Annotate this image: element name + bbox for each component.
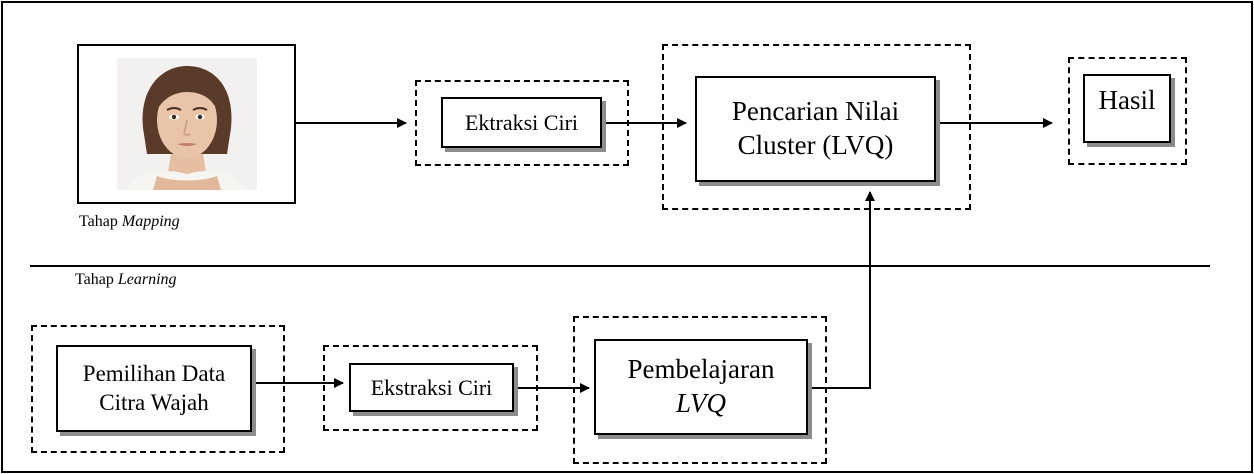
- select-label-line1: Pemilihan Data: [82, 360, 226, 386]
- select-box: Pemilihan Data Citra Wajah: [56, 345, 252, 432]
- search-box: Pencarian Nilai Cluster (LVQ): [695, 76, 936, 182]
- search-group: [662, 44, 971, 210]
- search-label-line1: Pencarian Nilai: [731, 96, 900, 127]
- extract-label-learning: Ekstraksi Ciri: [370, 374, 493, 400]
- extract-group-learning: [323, 345, 538, 431]
- select-label-line2: Citra Wajah: [99, 389, 209, 415]
- learn-group: [573, 316, 827, 464]
- extract-box-learning: Ekstraksi Ciri: [349, 363, 514, 412]
- stage-label-mapping-prefix: Tahap: [79, 213, 118, 230]
- extract-group-mapping: [415, 80, 629, 166]
- learn-label-line1: Pembelajaran: [627, 354, 775, 385]
- result-group: [1068, 57, 1187, 165]
- search-label-line2: Cluster (LVQ): [737, 130, 894, 160]
- arrow-learn-to-search: [808, 191, 875, 389]
- stage-label-mapping-name: Mapping: [121, 213, 180, 230]
- learn-label-line2: LVQ: [675, 388, 726, 418]
- result-box: Hasil: [1083, 74, 1171, 143]
- result-label: Hasil: [1098, 85, 1156, 115]
- stage-label-mapping: Tahap Mapping: [79, 213, 180, 231]
- extract-label-mapping: Ektraksi Ciri: [464, 109, 579, 135]
- stage-label-learning: Tahap Learning: [75, 271, 177, 289]
- select-group: [31, 325, 285, 453]
- input-photo-frame: [77, 44, 296, 204]
- face-photo-icon: [117, 58, 257, 190]
- stage-label-learning-name: Learning: [117, 271, 177, 288]
- extract-box-mapping: Ektraksi Ciri: [441, 97, 602, 148]
- learn-box: Pembelajaran LVQ: [594, 339, 808, 435]
- stage-label-learning-prefix: Tahap: [75, 271, 114, 288]
